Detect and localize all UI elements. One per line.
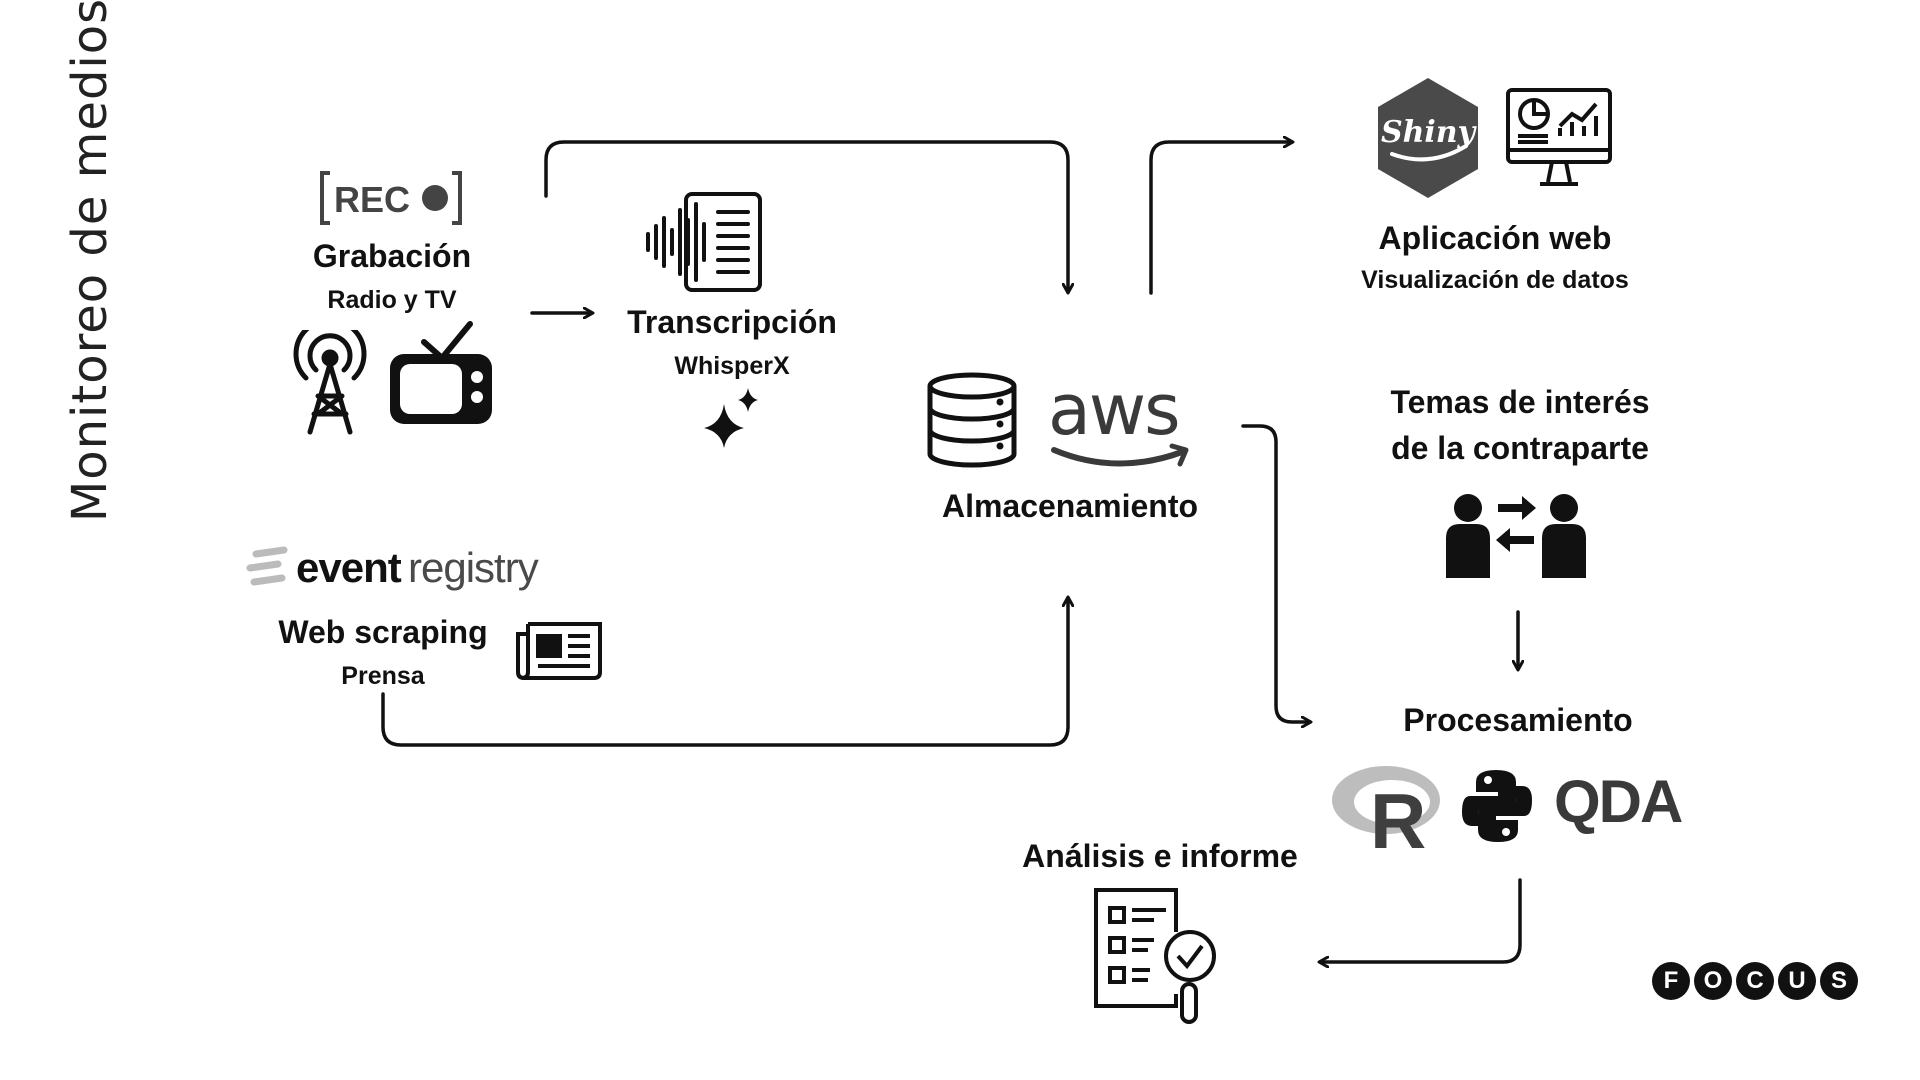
focus-logo: F O C U S — [1652, 962, 1858, 1006]
dashboard-monitor-icon — [1504, 86, 1614, 196]
aws-logo: aws — [1044, 368, 1196, 474]
temas-line1: Temas de interés — [1390, 384, 1650, 420]
newspaper-icon — [514, 620, 604, 682]
procesamiento-title: Procesamiento — [1403, 702, 1633, 738]
eventregistry-mark-icon — [246, 546, 288, 586]
arrow-scraping-storage — [381, 598, 1068, 747]
focus-letter-s: S — [1820, 962, 1858, 1000]
sparkle-icon — [700, 386, 764, 448]
transcripcion-subtitle: WhisperX — [674, 352, 790, 380]
qda-logo: QDA — [1554, 772, 1704, 832]
audio-transcript-icon — [644, 190, 764, 294]
almacenamiento-title: Almacenamiento — [941, 488, 1199, 524]
temas-line2: de la contraparte — [1391, 430, 1649, 466]
r-logo: R — [1330, 762, 1446, 865]
shiny-logo: Shiny — [1374, 76, 1482, 200]
rec-label: REC — [334, 179, 410, 220]
arrow-storage-webapp — [1149, 142, 1292, 295]
eventregistry-bold: event — [296, 544, 402, 591]
eventregistry-logo: event registry — [244, 544, 584, 594]
qda-label: QDA — [1554, 768, 1683, 835]
transcripcion-title: Transcripción — [627, 304, 837, 340]
checklist-search-icon — [1092, 886, 1228, 1026]
arrow-procesamiento-analisis — [1320, 878, 1522, 962]
grabacion-title: Grabación — [312, 238, 472, 274]
focus-letter-u: U — [1778, 962, 1816, 1000]
arrow-grabacion-storage — [544, 140, 1068, 292]
aplicacion-title: Aplicación web — [1378, 220, 1612, 256]
focus-letter-c: C — [1736, 962, 1774, 1000]
focus-letter-f: F — [1652, 962, 1690, 1000]
grabacion-subtitle: Radio y TV — [327, 286, 457, 314]
aplicacion-subtitle: Visualización de datos — [1361, 266, 1629, 294]
rec-icon: REC — [318, 170, 464, 226]
python-logo — [1460, 768, 1534, 844]
focus-letter-o: O — [1694, 962, 1732, 1000]
arrow-storage-procesamiento — [1241, 424, 1310, 722]
webscraping-subtitle: Prensa — [341, 662, 425, 690]
analisis-title: Análisis e informe — [1022, 838, 1298, 874]
tv-icon — [386, 320, 496, 428]
eventregistry-light: registry — [408, 544, 539, 591]
radio-tower-icon — [292, 317, 368, 436]
r-label: R — [1370, 777, 1426, 850]
database-icon — [926, 372, 1018, 468]
shiny-label: Shiny — [1381, 115, 1478, 150]
aws-label: aws — [1048, 369, 1179, 451]
webscraping-title: Web scraping — [278, 614, 488, 650]
people-exchange-icon — [1446, 492, 1586, 578]
